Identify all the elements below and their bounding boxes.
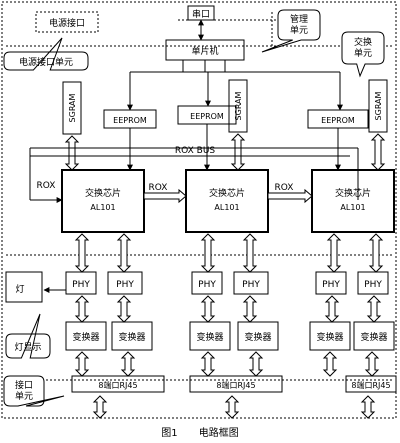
switch-chip-label: 交换芯片	[335, 187, 371, 199]
transformer-label: 变换器	[316, 331, 343, 343]
switch-chip-box	[311, 169, 395, 233]
figure-number: 图1	[161, 428, 178, 439]
switch-chip-box	[61, 169, 145, 233]
rj45-box	[345, 375, 397, 393]
rj45-label: 8端口RJ45	[216, 380, 255, 390]
rox-arrow-2-label: ROX	[275, 183, 294, 193]
transformer-box	[65, 321, 107, 351]
phy-label: PHY	[242, 280, 260, 290]
chip-phy-arrow	[200, 233, 216, 273]
power-interface-box	[35, 11, 99, 33]
phy-transformer-arrow	[74, 295, 90, 323]
phy-label: PHY	[198, 280, 216, 290]
transformer-box	[189, 321, 231, 351]
switch-chip-model: AL101	[214, 203, 239, 212]
rj45-label: 8端口RJ45	[98, 380, 137, 390]
power-interface-label: 电源接口	[49, 17, 85, 29]
chip-phy-arrow	[74, 233, 90, 273]
transformer-box	[353, 321, 395, 351]
transformer-rj45-arrow	[248, 351, 264, 377]
transformer-box	[237, 321, 279, 351]
transformer-rj45-arrow	[364, 351, 380, 377]
eeprom-label: EEPROM	[113, 116, 147, 125]
rj45-box	[71, 375, 165, 393]
power-interface-unit-callout	[3, 37, 89, 71]
rox-arrow-2	[267, 188, 313, 204]
rj45-box	[189, 375, 283, 393]
phy-transformer-arrow	[366, 295, 382, 323]
eeprom-label: EEPROM	[190, 112, 224, 121]
transformer-label: 变换器	[360, 331, 387, 343]
eeprom-label: EEPROM	[321, 116, 355, 125]
sgram-box	[368, 79, 388, 133]
rj45-out-arrow	[224, 395, 240, 419]
phy-box	[65, 271, 97, 295]
outer-border	[1, 1, 397, 419]
rj45-label: 8端口RJ45	[351, 380, 390, 390]
rox-arrow-1	[143, 188, 187, 204]
mgmt-unit-label: 管理单元	[290, 13, 308, 36]
phy-box	[191, 271, 223, 295]
sgram-label: SGRAM	[234, 91, 243, 120]
sgram-label: SGRAM	[68, 93, 77, 122]
chip-phy-arrow	[116, 233, 132, 273]
switch-unit-callout	[341, 31, 385, 78]
switch-chip-model: AL101	[340, 203, 365, 212]
switch-chip-label: 交换芯片	[85, 187, 121, 199]
rox-bus-label: ROX BUS	[175, 146, 216, 156]
switch-unit-label: 交换单元	[354, 36, 372, 59]
transformer-rj45-arrow	[200, 351, 216, 377]
phy-transformer-arrow	[116, 295, 132, 323]
phy-box	[107, 271, 143, 295]
chip-phy-arrow	[242, 233, 258, 273]
transformer-rj45-arrow	[120, 351, 136, 377]
sgram-chip-arrow	[370, 133, 386, 171]
lamp-display-callout	[5, 313, 51, 359]
transformer-label: 变换器	[72, 331, 99, 343]
mgmt-unit-callout	[261, 9, 321, 53]
switch-chip-label: 交换芯片	[209, 187, 245, 199]
transformer-rj45-arrow	[322, 351, 338, 377]
port-unit-label: 接口单元	[15, 379, 33, 402]
sgram-chip-arrow	[64, 135, 80, 171]
transformer-rj45-arrow	[74, 351, 90, 377]
phy-box	[233, 271, 269, 295]
lamp-box	[5, 271, 43, 303]
sgram-label: SGRAM	[374, 91, 383, 120]
serial-port-label: 串口	[192, 9, 210, 20]
transformer-label: 变换器	[118, 331, 145, 343]
phy-label: PHY	[322, 280, 340, 290]
lamp-display-label: 灯显示	[14, 342, 41, 353]
chip-phy-arrow	[368, 233, 384, 273]
transformer-label: 变换器	[196, 331, 223, 343]
phy-transformer-arrow	[324, 295, 340, 323]
phy-box	[357, 271, 389, 295]
rox-in-label: ROX	[37, 181, 56, 191]
phy-label: PHY	[72, 280, 90, 290]
transformer-label: 变换器	[244, 331, 271, 343]
rj45-out-arrow	[92, 395, 108, 419]
phy-transformer-arrow	[242, 295, 258, 323]
phy-label: PHY	[364, 280, 382, 290]
switch-chip-box	[185, 169, 269, 233]
rj45-out-arrow	[360, 395, 376, 419]
mcu-label: 单片机	[191, 45, 218, 57]
figure-title: 电路框图	[198, 428, 239, 439]
lamp-label: 灯	[15, 284, 24, 295]
phy-transformer-arrow	[200, 295, 216, 323]
chip-phy-arrow	[326, 233, 342, 273]
figure-caption: 图1 电路框图	[0, 424, 400, 439]
sgram-box	[62, 81, 82, 135]
transformer-box	[309, 321, 351, 351]
phy-label: PHY	[116, 280, 134, 290]
port-unit-callout	[3, 375, 65, 407]
rox-arrow-1-label: ROX	[149, 183, 168, 193]
transformer-box	[111, 321, 153, 351]
sgram-chip-arrow	[230, 133, 246, 171]
power-interface-unit-label: 电源接口单元	[19, 56, 73, 68]
phy-box	[315, 271, 347, 295]
switch-chip-model: AL101	[90, 203, 115, 212]
